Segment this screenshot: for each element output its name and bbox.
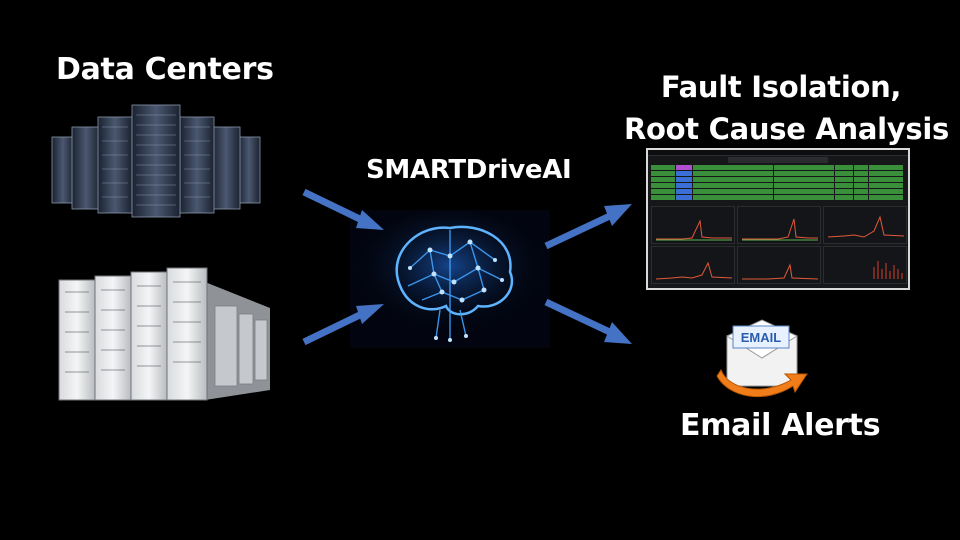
data-centers-label: Data Centers [56, 52, 274, 87]
graph-panel [737, 206, 821, 244]
dashboard-graph-panels [651, 206, 907, 285]
arrow-racks-to-ai [302, 188, 384, 230]
dashboard-topbar [648, 150, 908, 156]
table-row [651, 183, 905, 188]
fault-isolation-label: Fault Isolation, Root Cause Analysis [624, 66, 949, 150]
table-row [651, 177, 905, 182]
ai-brain-icon [350, 210, 550, 348]
monitoring-dashboard-thumbnail [646, 148, 910, 290]
email-alerts-label: Email Alerts [680, 408, 881, 443]
server-racks-icon [51, 104, 261, 218]
email-envelope-icon: EMAIL [716, 319, 808, 398]
smartdriveai-label: SMARTDriveAI [366, 155, 572, 185]
graph-panel [823, 246, 907, 284]
graph-panel [823, 206, 907, 244]
table-row [651, 171, 905, 176]
graph-panel [651, 246, 735, 284]
dashboard-panel-title [728, 157, 828, 163]
envelope-text: EMAIL [741, 330, 782, 345]
table-row [651, 165, 905, 170]
arrow-cabinets-to-ai [302, 304, 384, 346]
table-row [651, 189, 905, 194]
dashboard-table [651, 165, 905, 200]
arrow-ai-to-dashboard [544, 204, 632, 250]
fault-isolation-line: Fault Isolation, [660, 70, 902, 104]
root-cause-line: Root Cause Analysis [624, 112, 949, 146]
server-cabinets-icon [58, 267, 270, 401]
arrow-ai-to-email [544, 298, 632, 344]
graph-panel [737, 246, 821, 284]
graph-panel [651, 206, 735, 244]
table-row [651, 195, 905, 200]
